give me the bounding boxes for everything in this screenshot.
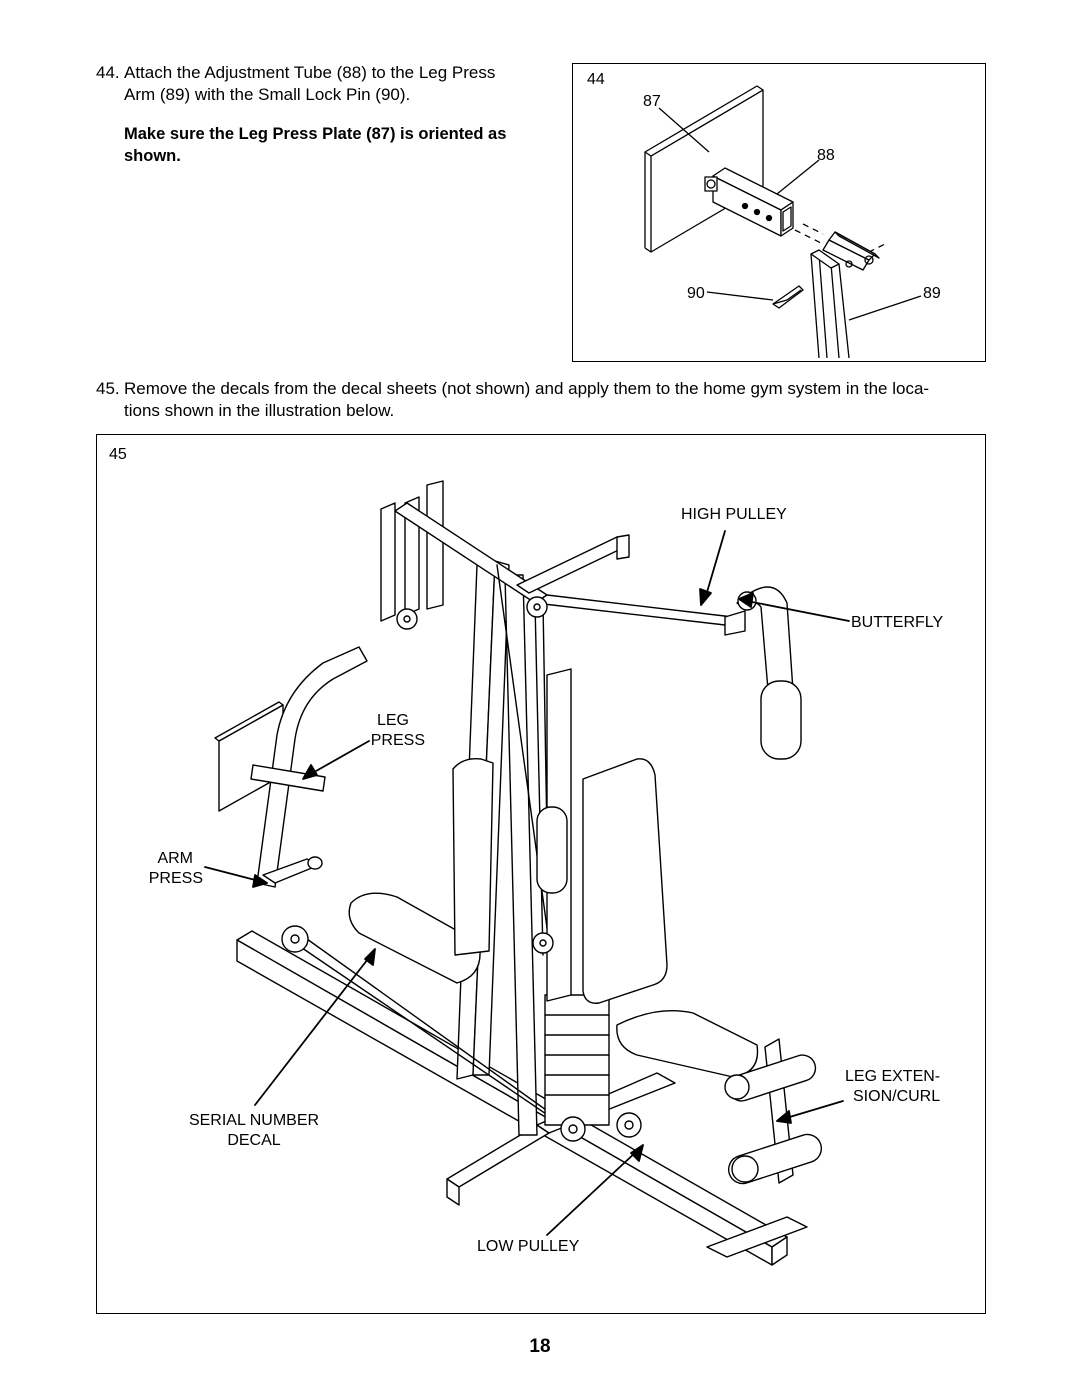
step-44-note-line-2: shown. — [124, 147, 181, 165]
label-arm-press: ARM PRESS — [133, 849, 203, 889]
assembly-dashed-lines — [794, 223, 886, 263]
seat-drawing — [348, 758, 759, 1078]
leg-press-plate-drawing — [644, 85, 764, 253]
label-arrows — [204, 530, 850, 1236]
press-arm-drawing — [250, 646, 368, 888]
figure-44-number: 44 — [587, 71, 605, 88]
leg-extension-drawing — [724, 1038, 823, 1185]
label-leg-press-line-2: PRESS — [370, 732, 425, 749]
step-45-number: 45. — [96, 379, 120, 398]
step-45-line-2: tions shown in the illustration below. — [124, 401, 395, 420]
pulleys-drawing — [281, 591, 757, 1142]
label-serial-number-decal: SERIAL NUMBER DECAL — [181, 1111, 327, 1151]
base-frame-drawing — [236, 930, 808, 1266]
figure-44-box: 44 87 88 90 89 — [572, 63, 986, 362]
label-leg-extension-line-1: LEG EXTEN- — [845, 1068, 941, 1085]
callout-88: 88 — [817, 147, 835, 164]
label-arm-press-line-2: PRESS — [148, 870, 203, 887]
callout-90: 90 — [687, 285, 705, 302]
leg-press-arm-drawing — [810, 231, 880, 359]
page-number: 18 — [529, 1336, 551, 1357]
weight-stack-drawing — [536, 668, 668, 1126]
top-boom-drawing — [394, 502, 802, 760]
figure-45-number: 45 — [109, 446, 127, 463]
label-low-pulley: LOW PULLEY — [477, 1238, 580, 1255]
label-serial-line-2: DECAL — [227, 1132, 281, 1149]
label-leg-extension-curl: LEG EXTEN- SION/CURL — [845, 1067, 940, 1107]
step-45-text: 45.Remove the decals from the decal shee… — [96, 378, 929, 422]
label-arm-press-line-1: ARM — [157, 850, 193, 867]
step-44-line-2: Arm (89) with the Small Lock Pin (90). — [124, 85, 411, 104]
step-44-number: 44. — [96, 63, 120, 82]
figure-44-drawing — [644, 85, 922, 359]
step-44-text: 44.Attach the Adjustment Tube (88) to th… — [96, 62, 495, 106]
home-gym-drawing — [204, 480, 850, 1266]
label-leg-press: LEG PRESS — [355, 711, 425, 751]
step-45-line-1: Remove the decals from the decal sheets … — [124, 379, 930, 398]
label-leg-extension-line-2: SION/CURL — [853, 1088, 941, 1105]
step-44-note: Make sure the Leg Press Plate (87) is or… — [124, 123, 506, 167]
callout-89: 89 — [923, 285, 941, 302]
callout-leaders — [658, 107, 922, 321]
label-serial-line-1: SERIAL NUMBER — [188, 1112, 320, 1129]
figure-45-box: 45 — [96, 434, 986, 1314]
label-leg-press-line-1: LEG — [376, 712, 409, 729]
lock-pin-drawing — [772, 285, 804, 309]
step-44-note-line-1: Make sure the Leg Press Plate (87) is or… — [124, 125, 507, 143]
label-high-pulley: HIGH PULLEY — [681, 506, 787, 523]
callout-87: 87 — [643, 93, 661, 110]
step-44-line-1: Attach the Adjustment Tube (88) to the L… — [124, 63, 496, 82]
label-butterfly: BUTTERFLY — [851, 614, 944, 631]
adjustment-tube-drawing — [704, 167, 794, 237]
